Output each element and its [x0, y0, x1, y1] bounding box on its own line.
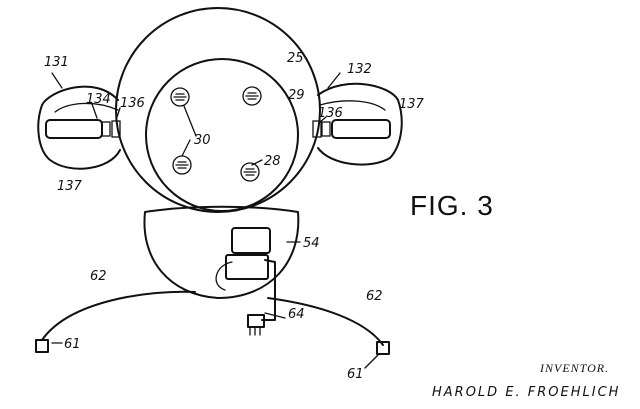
label-136-right: 136 — [318, 106, 343, 121]
label-62-left: 62 — [90, 269, 107, 284]
left-terminal — [35, 339, 49, 353]
right-lamp-tube — [312, 119, 391, 139]
label-61-right: 61 — [347, 367, 364, 382]
inner-plate — [145, 58, 299, 212]
label-25: 25 — [287, 51, 304, 66]
label-134: 134 — [86, 92, 111, 107]
left-wire-arc — [41, 290, 196, 341]
figure-title: FIG. 3 — [410, 190, 494, 221]
inner-components — [170, 86, 262, 182]
label-29: 29 — [288, 88, 305, 103]
right-fin-inner-line — [319, 100, 386, 111]
label-136-left: 136 — [120, 96, 145, 111]
left-fin — [37, 85, 121, 170]
right-wire-arc — [267, 297, 384, 346]
inventor-name: HAROLD E. FROEHLICH — [432, 385, 620, 400]
label-61-left: 61 — [64, 337, 81, 352]
motor-assembly — [215, 227, 276, 336]
label-54: 54 — [303, 236, 320, 251]
leader-lines — [51, 72, 379, 369]
lower-dome — [143, 205, 300, 299]
right-fin — [317, 82, 403, 166]
label-64: 64 — [288, 307, 305, 322]
label-137-right: 137 — [399, 97, 425, 112]
label-62-right: 62 — [366, 289, 383, 304]
left-fin-inner-line — [54, 102, 119, 113]
inventor-caption: INVENTOR. — [539, 361, 609, 375]
label-30: 30 — [194, 133, 211, 148]
right-terminal — [376, 341, 390, 355]
label-137-left: 137 — [57, 179, 83, 194]
label-28: 28 — [264, 154, 281, 169]
main-sphere — [115, 7, 321, 213]
label-131: 131 — [44, 55, 69, 70]
left-lamp-tube — [45, 119, 121, 139]
label-132: 132 — [347, 62, 372, 77]
